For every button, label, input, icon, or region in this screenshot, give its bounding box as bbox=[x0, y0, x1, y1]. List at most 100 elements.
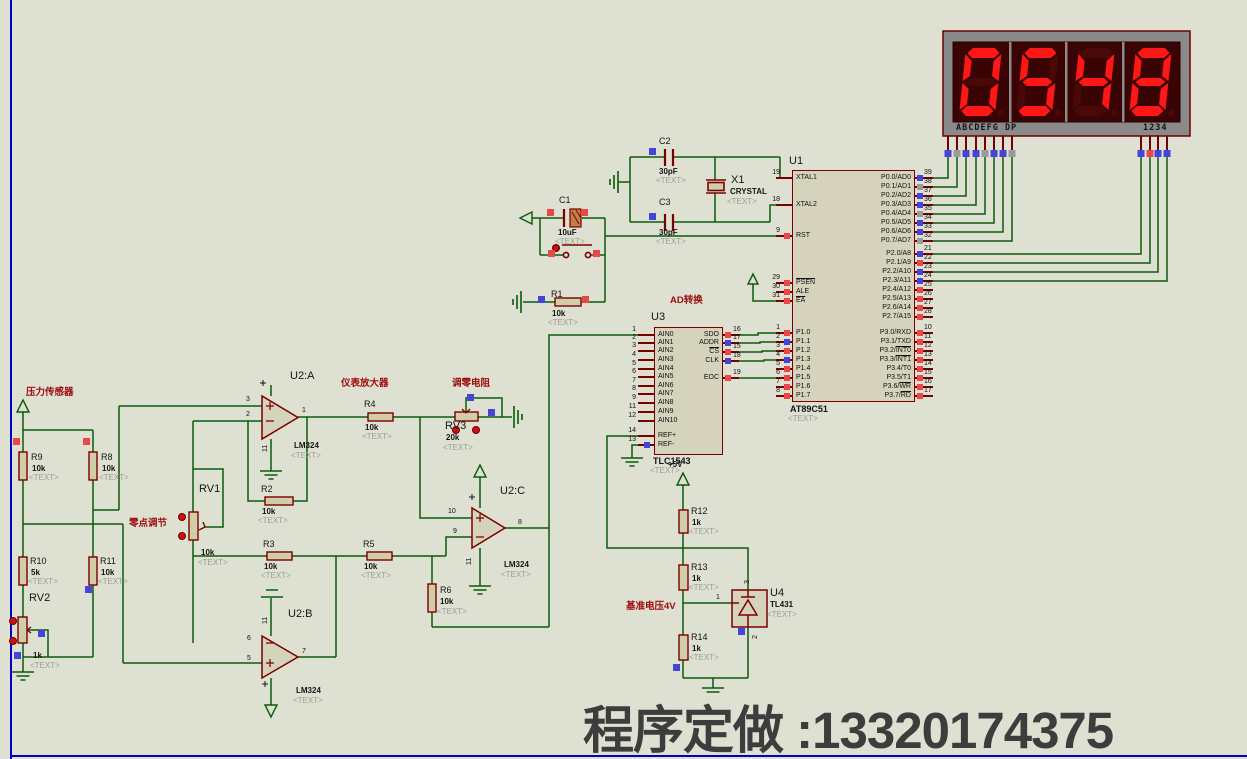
rv1-ref: RV1 bbox=[199, 483, 221, 495]
pin-number-17: 17 bbox=[924, 387, 932, 394]
u2b-text: <TEXT> bbox=[293, 696, 323, 705]
pin-number-18: 18 bbox=[733, 352, 741, 359]
u3-text: <TEXT> bbox=[650, 466, 680, 475]
pin-number-19: 19 bbox=[733, 369, 741, 376]
r9-ref: R9 bbox=[31, 452, 43, 462]
pin-number-12: 12 bbox=[628, 412, 636, 419]
u4-part: TL431 bbox=[770, 600, 794, 609]
pin-state-square bbox=[917, 219, 923, 226]
rv3-wiper-arrow bbox=[461, 408, 471, 414]
u2c-ref: U2:C bbox=[500, 485, 526, 497]
pin-stub-AIN2 bbox=[638, 350, 654, 352]
pot-rv1 bbox=[188, 511, 199, 541]
button-contact-left bbox=[562, 251, 570, 259]
resistor-r10 bbox=[18, 556, 28, 586]
pin-state-square bbox=[917, 228, 923, 235]
pin-number-11: 11 bbox=[924, 333, 932, 340]
pin-number-36: 36 bbox=[924, 196, 932, 203]
pin-stub-AIN10 bbox=[638, 420, 654, 422]
pin-name-P2.4/A12: P2.4/A12 bbox=[882, 286, 911, 293]
r4-text: <TEXT> bbox=[362, 432, 392, 441]
annotation-ref-voltage: 基准电压4V bbox=[626, 601, 676, 612]
r5-value: 10k bbox=[364, 562, 378, 571]
pin-name-P1.0: P1.0 bbox=[796, 329, 811, 336]
u2b-pin6: 6 bbox=[247, 635, 251, 642]
chip-u1-at89c51[interactable] bbox=[792, 170, 915, 402]
display-digit-3 bbox=[1129, 48, 1175, 116]
pin-name-EA: EA bbox=[796, 297, 806, 304]
pin-stub-P0.5AD5 bbox=[915, 222, 933, 224]
u2a-text: <TEXT> bbox=[291, 451, 321, 460]
pin-number-1: 1 bbox=[776, 324, 780, 331]
rv2-value: 1k bbox=[33, 651, 42, 660]
pin-number-3: 3 bbox=[632, 342, 636, 349]
c1-text: <TEXT> bbox=[555, 237, 585, 246]
u2a-input-markers bbox=[266, 402, 274, 422]
pin-name-P0.7/AD7: P0.7/AD7 bbox=[881, 237, 911, 244]
pin-state-square bbox=[917, 237, 923, 244]
pin-number-2: 2 bbox=[632, 334, 636, 341]
pin-state-square bbox=[725, 348, 731, 355]
capacitors-crystal bbox=[562, 149, 726, 231]
r9-value: 10k bbox=[32, 464, 46, 473]
pin-name-P3.4/T0: P3.4/T0 bbox=[886, 365, 911, 372]
r14-ref: R14 bbox=[691, 632, 708, 642]
vcc-arrow-reset bbox=[518, 210, 533, 226]
chip-u3-tlc1543[interactable] bbox=[654, 327, 723, 455]
pin-stub-SDO bbox=[723, 334, 739, 336]
pin-name-P3.0/RXD: P3.0/RXD bbox=[879, 329, 911, 336]
pin-name-XTAL1: XTAL1 bbox=[796, 174, 817, 181]
u4-text: <TEXT> bbox=[767, 610, 797, 619]
reset-button[interactable] bbox=[551, 244, 592, 259]
pin-stub-ADDR bbox=[723, 342, 739, 344]
wire-network bbox=[22, 156, 1168, 705]
r14-value: 1k bbox=[692, 644, 701, 653]
pin-number-4: 4 bbox=[776, 351, 780, 358]
pin-name-P3.1/TXD: P3.1/TXD bbox=[880, 338, 911, 345]
r10-value: 5k bbox=[31, 568, 40, 577]
u3-part: TLC1543 bbox=[653, 456, 691, 466]
pin-state-square bbox=[917, 374, 923, 381]
r10-ref: R10 bbox=[30, 556, 47, 566]
pin-state-square bbox=[917, 329, 923, 336]
pin-number-5: 5 bbox=[776, 360, 780, 367]
r4-value: 10k bbox=[365, 423, 379, 432]
pin-state-square bbox=[917, 286, 923, 293]
sheet-border-bottom bbox=[10, 755, 1247, 757]
u2c-text: <TEXT> bbox=[501, 570, 531, 579]
pin-name-AIN0: AIN0 bbox=[658, 331, 674, 338]
pin-stub-AIN5 bbox=[638, 376, 654, 378]
pin-state-square bbox=[784, 383, 790, 390]
pin-stub-P0.0AD0 bbox=[915, 177, 933, 179]
potentiometer-bodies[interactable] bbox=[17, 408, 479, 644]
pin-name-P2.1/A9: P2.1/A9 bbox=[886, 259, 911, 266]
pin-name-AIN5: AIN5 bbox=[658, 373, 674, 380]
r6-ref: R6 bbox=[440, 585, 452, 595]
vcc-arrow-bridge bbox=[15, 398, 31, 413]
state-indicators bbox=[9, 148, 745, 671]
rv3-ref: RV3 bbox=[445, 420, 467, 432]
pin-number-39: 39 bbox=[924, 169, 932, 176]
pin-name-CS: CS bbox=[709, 348, 719, 355]
u4-pin3: 3 bbox=[744, 580, 751, 584]
pin-number-17: 17 bbox=[733, 334, 741, 341]
pin-stub-CLK bbox=[723, 360, 739, 362]
pin-stub-P3.6 bbox=[915, 386, 933, 388]
u4-pin2: 2 bbox=[752, 635, 759, 639]
pin-stub-AIN1 bbox=[638, 342, 654, 344]
net-label-5v: +5V bbox=[668, 460, 683, 469]
pin-name-P1.5: P1.5 bbox=[796, 374, 811, 381]
pin-state-square bbox=[917, 338, 923, 345]
pin-name-P0.6/AD6: P0.6/AD6 bbox=[881, 228, 911, 235]
pin-stub-AIN4 bbox=[638, 368, 654, 370]
r3-text: <TEXT> bbox=[261, 571, 291, 580]
c3-value: 30pF bbox=[659, 228, 678, 237]
resistor-r4 bbox=[367, 412, 394, 422]
pin-stub-XTAL2 bbox=[776, 204, 792, 206]
pin-number-8: 8 bbox=[776, 387, 780, 394]
pin-number-19: 19 bbox=[772, 169, 780, 176]
x1-ref: X1 bbox=[731, 174, 745, 186]
c2-value: 30pF bbox=[659, 167, 678, 176]
